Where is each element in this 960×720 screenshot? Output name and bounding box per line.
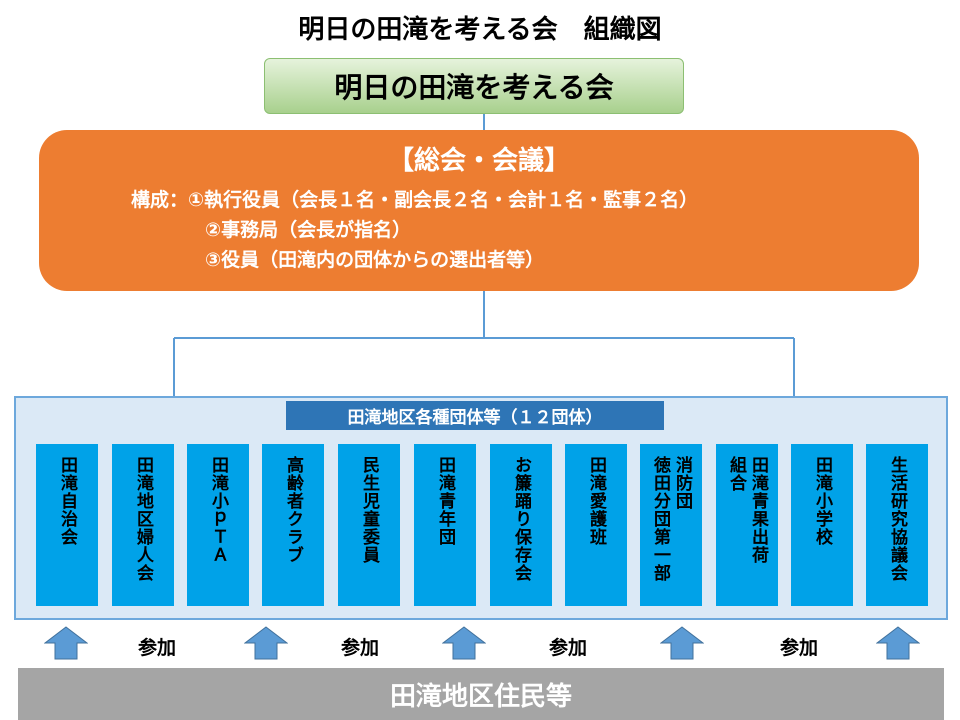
member-box: 田滝小学校 — [791, 444, 853, 606]
up-arrow-icon — [244, 626, 288, 660]
member-label: 田滝青果出荷 組合 — [726, 456, 768, 564]
top-organization-box: 明日の田滝を考える会 — [264, 58, 684, 114]
up-arrow-icon — [876, 626, 920, 660]
groups-label: 田滝地区各種団体等（１２団体） — [286, 401, 664, 430]
up-arrow-icon — [442, 626, 486, 660]
up-arrow-icon — [660, 626, 704, 660]
member-box: お簾踊り保存会 — [490, 444, 552, 606]
member-label: 田滝地区婦人会 — [133, 456, 153, 582]
member-label: 田滝愛護班 — [586, 456, 606, 546]
residents-bar: 田滝地区住民等 — [18, 668, 944, 720]
member-box: 民生児童委員 — [338, 444, 400, 606]
member-label: 生活研究協議会 — [887, 456, 907, 582]
member-box: 田滝自治会 — [36, 444, 98, 606]
page-title: 明日の田滝を考える会 組織図 — [298, 15, 662, 45]
member-label: 民生児童委員 — [359, 456, 379, 564]
member-box: 田滝青果出荷 組合 — [716, 444, 778, 606]
general-meeting-box: 【総会・会議】 構成：①執行役員（会長１名・副会長２名・会計１名・監事２名） ②… — [39, 130, 919, 291]
member-label: 田滝青年団 — [435, 456, 455, 546]
member-box: 田滝地区婦人会 — [112, 444, 174, 606]
member-label: 田滝小ｐＴＡ — [208, 456, 228, 564]
composition-line-3: ③役員（田滝内の団体からの選出者等） — [205, 249, 545, 271]
join-label: 参加 — [549, 637, 588, 659]
member-label: 高齢者クラブ — [283, 456, 303, 564]
member-box: 田滝青年団 — [414, 444, 476, 606]
member-label: 田滝自治会 — [57, 456, 77, 546]
top-organization-label: 明日の田滝を考える会 — [334, 71, 614, 104]
composition-line-2: ②事務局（会長が指名） — [205, 219, 412, 241]
member-box: 田滝愛護班 — [565, 444, 627, 606]
join-label: 参加 — [138, 637, 177, 659]
member-label: 田滝小学校 — [812, 456, 832, 546]
residents-label: 田滝地区住民等 — [389, 681, 572, 712]
composition-line-1: 構成：①執行役員（会長１名・副会長２名・会計１名・監事２名） — [131, 189, 699, 211]
member-box: 田滝小ｐＴＡ — [187, 444, 249, 606]
join-label: 参加 — [341, 637, 380, 659]
member-box: 高齢者クラブ — [262, 444, 324, 606]
up-arrow-icon — [44, 626, 88, 660]
member-label: お簾踊り保存会 — [511, 456, 531, 582]
general-meeting-title: 【総会・会議】 — [387, 146, 570, 176]
member-box: 生活研究協議会 — [866, 444, 928, 606]
member-label: 消防団 徳田分団第一部 — [650, 456, 692, 582]
join-label: 参加 — [780, 637, 819, 659]
member-box: 消防団 徳田分団第一部 — [640, 444, 702, 606]
